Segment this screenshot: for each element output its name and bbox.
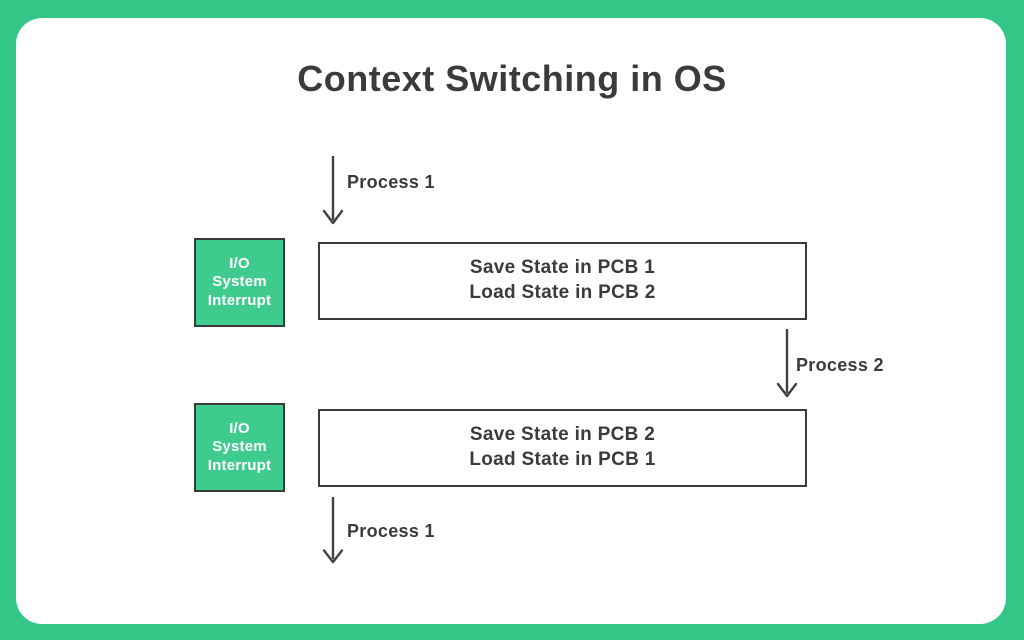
io-system-interrupt-box-top: I/O System Interrupt — [194, 238, 285, 327]
page-title: Context Switching in OS — [297, 58, 727, 99]
process-1-top-label: Process 1 — [347, 172, 435, 192]
process-1-bottom-label: Process 1 — [347, 521, 435, 541]
io-system-interrupt-box-bottom: I/O System Interrupt — [194, 403, 285, 492]
down-arrow-icon — [321, 156, 345, 226]
diagram-canvas — [16, 18, 1006, 624]
pcb-state-box-top: Save State in PCB 1 Load State in PCB 2 — [318, 242, 807, 320]
down-arrow-icon — [321, 497, 345, 565]
down-arrow-icon — [775, 329, 799, 399]
process-2-label: Process 2 — [796, 355, 884, 375]
pcb-state-box-bottom: Save State in PCB 2 Load State in PCB 1 — [318, 409, 807, 487]
